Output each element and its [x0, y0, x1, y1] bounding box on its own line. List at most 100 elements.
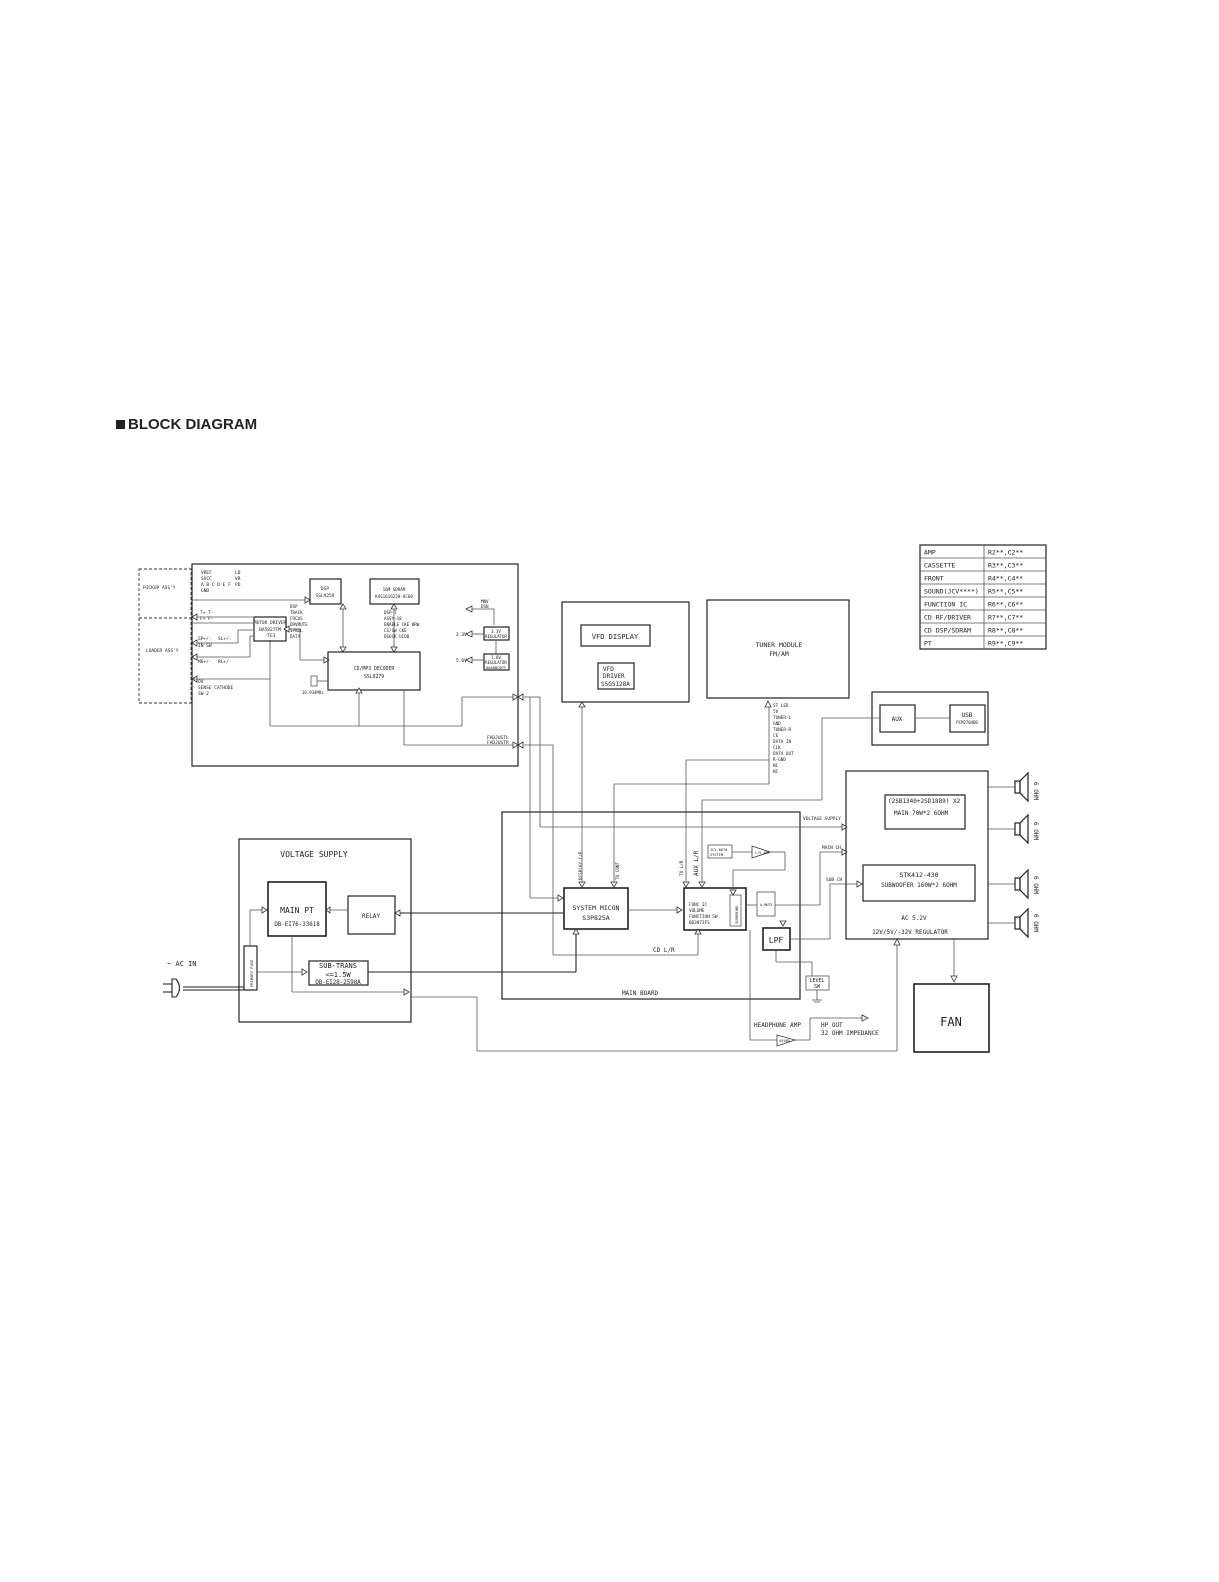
usb-label: PCM2704DB: [956, 720, 978, 725]
tuner-pin: CLK: [773, 745, 781, 751]
pin-label: F+ F-: [200, 616, 214, 622]
a-mute-block: [756, 891, 776, 917]
driver-label: -TE3: [265, 633, 276, 639]
ls-amp-label: L/S AMP: [755, 851, 770, 855]
pin-label: IN SW: [198, 643, 212, 649]
tuner-pin: TUNER-L: [773, 715, 792, 721]
pin-label: SL+/-: [218, 636, 232, 642]
reg-label: BA00BC0FP: [486, 666, 505, 670]
sub-trans-label: DB-EI28-2598A: [315, 980, 361, 986]
level-sw-block: [805, 975, 830, 991]
sdram-label: K4S161622H-UC60: [375, 594, 413, 599]
legend-code: R7**,C7**: [988, 614, 1023, 622]
voltage-supply-board: VOLTAGE SUPPLY MAIN PT DB-EI76-33618 REL…: [238, 838, 412, 1023]
fan-label: FAN: [940, 1015, 962, 1029]
wiring: [368, 696, 901, 1052]
main-amp-block: [884, 794, 966, 830]
legend-code: R6**,C6**: [988, 601, 1023, 609]
aux-lr-label: AUX L/R: [693, 850, 700, 876]
pin-label: OV: [198, 679, 204, 685]
note-label: TRACK: [290, 610, 303, 615]
legend-name: SOUND(JCV****): [924, 588, 979, 596]
headphone-amp-label: HEADPHONE AMP: [754, 1022, 801, 1029]
note-label: DATA: [290, 634, 301, 639]
legend-name: AMP: [924, 549, 936, 557]
main-amp-label: MAIN 70W*2 6OHM: [894, 810, 949, 817]
jcv-label: SYSTEM: [710, 853, 724, 857]
vfd-display-label: VFD DISPLAY: [592, 633, 639, 641]
tuner-pin: CE: [773, 733, 779, 739]
tuner-pin: 5V: [773, 709, 779, 715]
note-label: FOCUS: [290, 616, 303, 621]
note-label: ENABLE CKE BRW: [384, 622, 420, 627]
hp-amp-icon: [776, 1034, 797, 1047]
note-label: DSP: [290, 604, 298, 609]
sub-ch-label: SUB CH: [826, 877, 843, 883]
main-pt-block: [267, 881, 327, 937]
xtal-label: 16.934MHz: [302, 690, 324, 695]
pin-label: MO+/-: [198, 659, 212, 665]
speaker-ohm-label: 6 OHM: [1032, 822, 1039, 840]
speaker-icon: [1014, 907, 1029, 939]
aux-label: AUX: [892, 716, 903, 723]
pin-label: SW-2: [198, 691, 209, 697]
speaker-ohm-label: 6 OHM: [1032, 914, 1039, 932]
legend-code: R4**,C4**: [988, 575, 1023, 583]
sub-trans-block: [308, 960, 369, 986]
level-label: SW: [814, 984, 821, 990]
legend-code: R9**,C9**: [988, 640, 1023, 648]
tuner-pin: NC: [773, 769, 779, 775]
mnv-label: DSN: [481, 604, 489, 609]
speakers: 6 OHM 6 OHM 6 OHM 6 OHM: [1014, 771, 1039, 939]
decoder-label: CD/MP3 DECODER: [354, 666, 395, 672]
legend-name: CD DSP/SDRAM: [924, 627, 971, 635]
primary-fuse-block: [243, 945, 258, 991]
legend-name: CASSETTE: [924, 562, 955, 570]
ac-label: AC 5.2V: [901, 915, 927, 922]
pin-label: RL+/-: [218, 659, 232, 665]
regulator-3v3-block: [483, 626, 510, 641]
pickup-loader-assy: [138, 568, 192, 704]
hp-out-label: HP OUT: [821, 1022, 843, 1029]
pin-label: SENSE CATHODE: [198, 685, 234, 691]
usb-label: USB: [962, 712, 973, 719]
vfd-board: VFD DISPLAY VFD DRIVER S5GS128A: [561, 601, 690, 703]
legend-name: FRONT: [924, 575, 944, 583]
pin-label: T+ T-: [200, 610, 214, 616]
fuse-label: PRIMARY FUSE: [249, 959, 254, 987]
reg-label: 1.8V: [491, 655, 501, 660]
func-label: VOLUME: [689, 908, 705, 914]
vfd-driver-label: VFD: [603, 666, 614, 673]
speaker-ohm-label: 6 OHM: [1032, 876, 1039, 894]
speaker-ohm-label: 6 OHM: [1032, 782, 1039, 800]
surround-label: SURROUND: [734, 905, 739, 924]
regulator-1v8-block: [483, 653, 510, 671]
vfd-driver-label: DRIVER: [603, 673, 625, 680]
crystal-icon: [310, 675, 318, 687]
relay-label: RELAY: [362, 913, 380, 920]
cd-lr-label: CD L/R: [653, 947, 675, 954]
usb-block: [949, 704, 986, 733]
note-label: DSOCK UCDB: [384, 634, 410, 639]
relay-block: [347, 895, 396, 935]
note-label: SPNDL: [290, 628, 303, 633]
tuner-label: FM/AM: [769, 650, 789, 658]
reg-label: 3.3V: [491, 629, 501, 634]
pin-label: PD: [235, 582, 241, 588]
note-label: DSP-T: [384, 610, 397, 615]
page-title: BLOCK DIAGRAM: [116, 416, 257, 433]
voltage-supply-title: VOLTAGE SUPPLY: [280, 850, 348, 859]
system-micon-block: [563, 887, 629, 930]
micon-label: SYSTEM MICON: [573, 904, 620, 912]
vfd-driver-label: S5GS128A: [601, 681, 630, 688]
pin-label: SVCC: [201, 576, 212, 582]
note-label: DRVMUTE: [290, 622, 308, 627]
legend-name: CD RF/DRIVER: [924, 614, 971, 622]
tuner-label: TUNER MODULE: [756, 641, 803, 649]
pin-label: VR: [235, 576, 241, 582]
func-label: BD3873FS: [689, 920, 710, 926]
amp-pair-label: (2SB1340+2SD1889) X2: [888, 798, 961, 805]
reg-label: REGULATOR: [485, 634, 507, 639]
aux-usb-board: AUX USB PCM2704DB: [822, 691, 989, 746]
